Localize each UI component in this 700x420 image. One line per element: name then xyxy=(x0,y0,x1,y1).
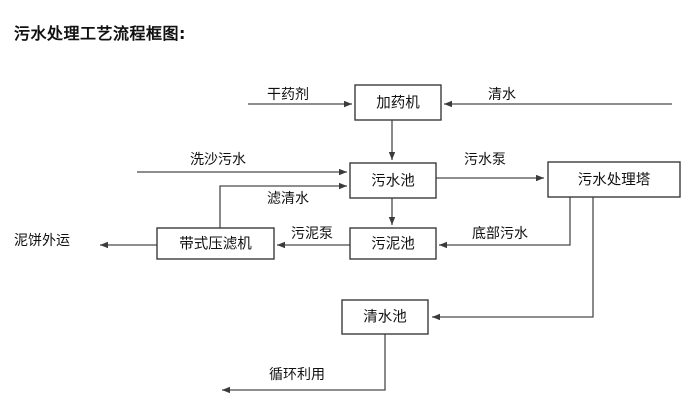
node-sludge-pool[interactable]: 污泥池 xyxy=(349,227,437,260)
edge-label-filtrate: 滤清水 xyxy=(267,191,309,207)
node-treatment-tower-label: 污水处理塔 xyxy=(578,172,651,189)
edge-clearwater-to-recycle xyxy=(222,334,386,394)
node-dosing-label: 加药机 xyxy=(376,95,420,112)
node-treatment-tower[interactable]: 污水处理塔 xyxy=(547,161,681,198)
edge-tower-to-clearwater xyxy=(432,197,594,321)
terminal-labels-layer: 泥饼外运 xyxy=(14,233,70,249)
nodes-layer: 加药机 污水池 污水处理塔 带式压滤机 污泥池 清水池 xyxy=(156,84,681,335)
edge-filtrate-to-wastewater xyxy=(219,182,347,228)
node-treatment-tower-box[interactable] xyxy=(547,161,681,198)
node-belt-filter-press-box[interactable] xyxy=(156,227,275,260)
node-belt-filter-press[interactable]: 带式压滤机 xyxy=(156,227,275,260)
edge-label-sludge-pump: 污泥泵 xyxy=(291,226,333,242)
node-sludge-pool-box[interactable] xyxy=(349,227,437,260)
page-title: 污水处理工艺流程框图: xyxy=(14,24,186,43)
edge-label-sand-wash-water: 洗沙污水 xyxy=(190,152,246,168)
node-belt-filter-press-label: 带式压滤机 xyxy=(179,236,252,253)
node-clear-water-pool-box[interactable] xyxy=(341,299,429,335)
node-wastewater-pool-label: 污水池 xyxy=(371,173,415,190)
node-clear-water-pool-label: 清水池 xyxy=(363,309,407,326)
edge-tower-bottom-to-sludge xyxy=(439,197,571,249)
edge-label-dry-agent: 干药剂 xyxy=(267,87,309,103)
edge-labels-layer: 干药剂 清水 洗沙污水 滤清水 污水泵 污泥泵 底部污水 循环利用 xyxy=(190,87,528,383)
edge-label-sewage-pump: 污水泵 xyxy=(464,152,506,168)
edges-layer xyxy=(100,100,672,394)
edge-label-recycle-use: 循环利用 xyxy=(269,367,325,383)
node-wastewater-pool[interactable]: 污水池 xyxy=(349,162,437,199)
edge-label-bottom-sewage: 底部污水 xyxy=(472,226,528,242)
node-sludge-pool-label: 污泥池 xyxy=(371,236,415,253)
terminal-label-mud-cake-out: 泥饼外运 xyxy=(14,233,70,249)
node-dosing-box[interactable] xyxy=(354,84,442,121)
node-clear-water-pool[interactable]: 清水池 xyxy=(341,299,429,335)
edge-label-clean-water: 清水 xyxy=(488,87,516,103)
node-wastewater-pool-box[interactable] xyxy=(349,162,437,199)
node-dosing[interactable]: 加药机 xyxy=(354,84,442,121)
